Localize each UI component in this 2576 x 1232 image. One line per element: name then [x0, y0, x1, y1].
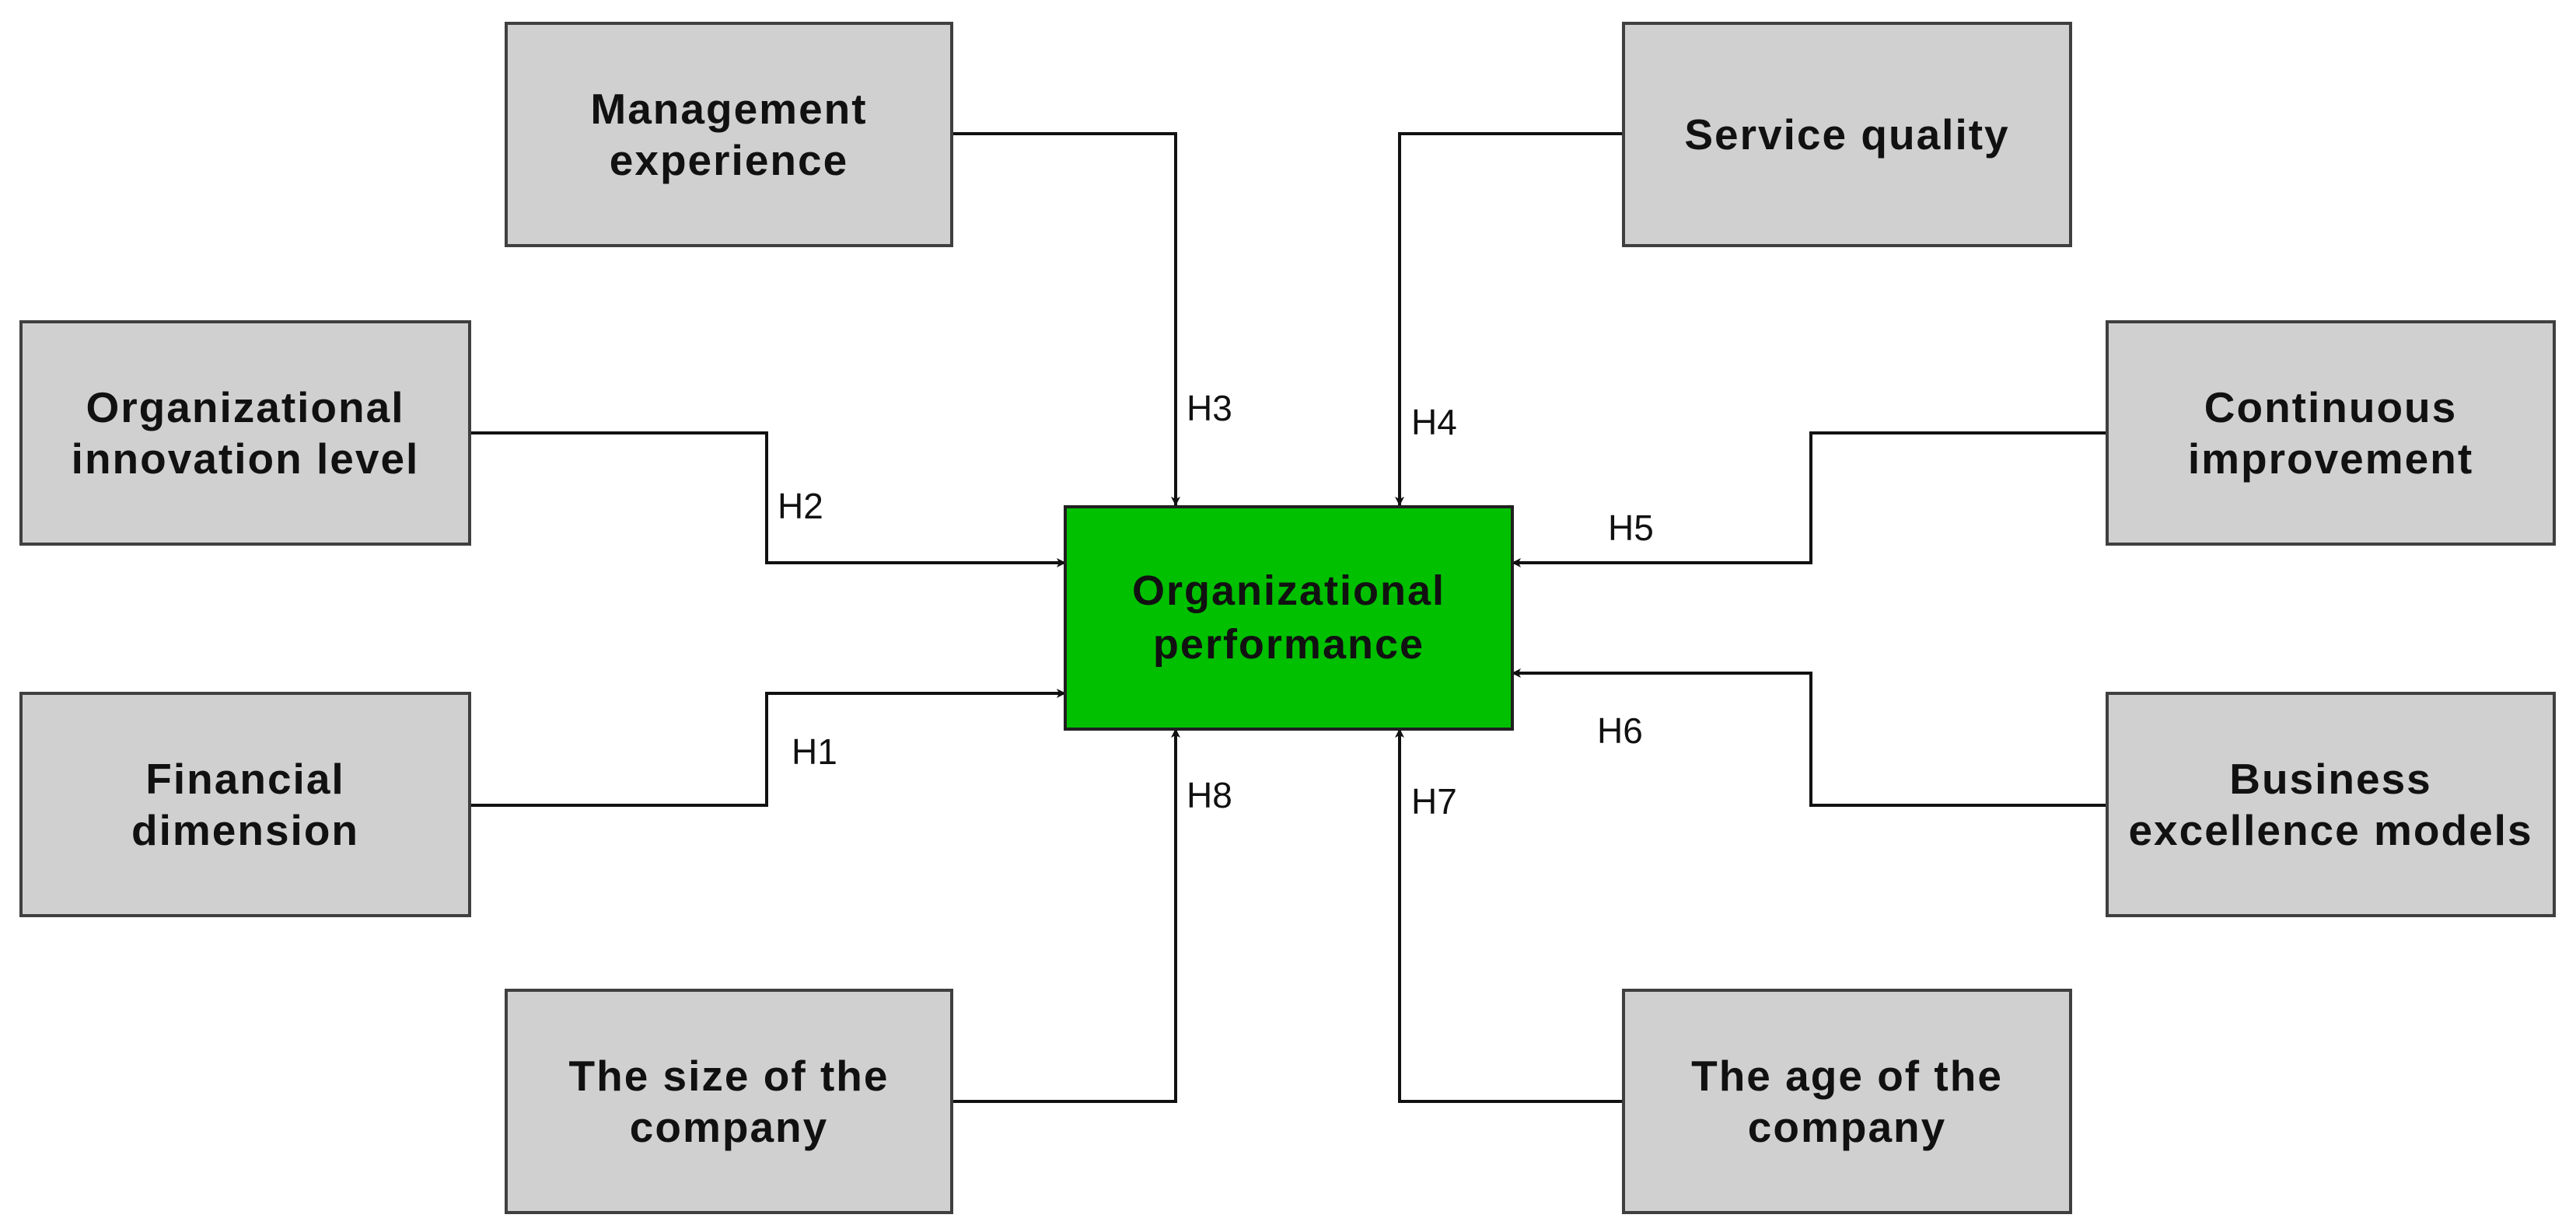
factor-organizational-innovation-level: Organizational innovation level — [19, 320, 471, 546]
hypothesis-label-h3: H3 — [1187, 388, 1232, 428]
connector-organizational-innovation-level — [470, 431, 1066, 567]
factor-continuous-improvement: Continuous improvement — [2106, 320, 2556, 546]
factor-age-of-company: The age of the company — [1622, 989, 2072, 1214]
factor-management-experience: Management experience — [505, 22, 953, 247]
connector-financial-dimension — [470, 689, 1066, 807]
connector-size-of-company — [952, 728, 1180, 1103]
hypothesis-label-h5: H5 — [1608, 508, 1654, 548]
factor-service-quality: Service quality — [1622, 22, 2072, 247]
connector-business-excellence-models — [1512, 668, 2107, 807]
hypothesis-label-h6: H6 — [1597, 710, 1643, 751]
factor-size-of-company: The size of the company — [505, 989, 953, 1214]
factor-business-excellence-models: Business excellence models — [2106, 692, 2556, 917]
connector-service-quality — [1395, 132, 1623, 506]
connector-continuous-improvement — [1512, 431, 2107, 567]
hypothesis-label-h4: H4 — [1411, 402, 1457, 442]
hypothesis-label-h8: H8 — [1187, 775, 1232, 815]
center-organizational-performance: Organizational performance — [1064, 505, 1514, 731]
hypothesis-label-h7: H7 — [1411, 781, 1457, 822]
hypothesis-label-h1: H1 — [792, 731, 837, 772]
connector-management-experience — [952, 132, 1180, 506]
hypothesis-label-h2: H2 — [778, 486, 823, 526]
factor-financial-dimension: Financial dimension — [19, 692, 471, 917]
connector-age-of-company — [1395, 728, 1623, 1103]
